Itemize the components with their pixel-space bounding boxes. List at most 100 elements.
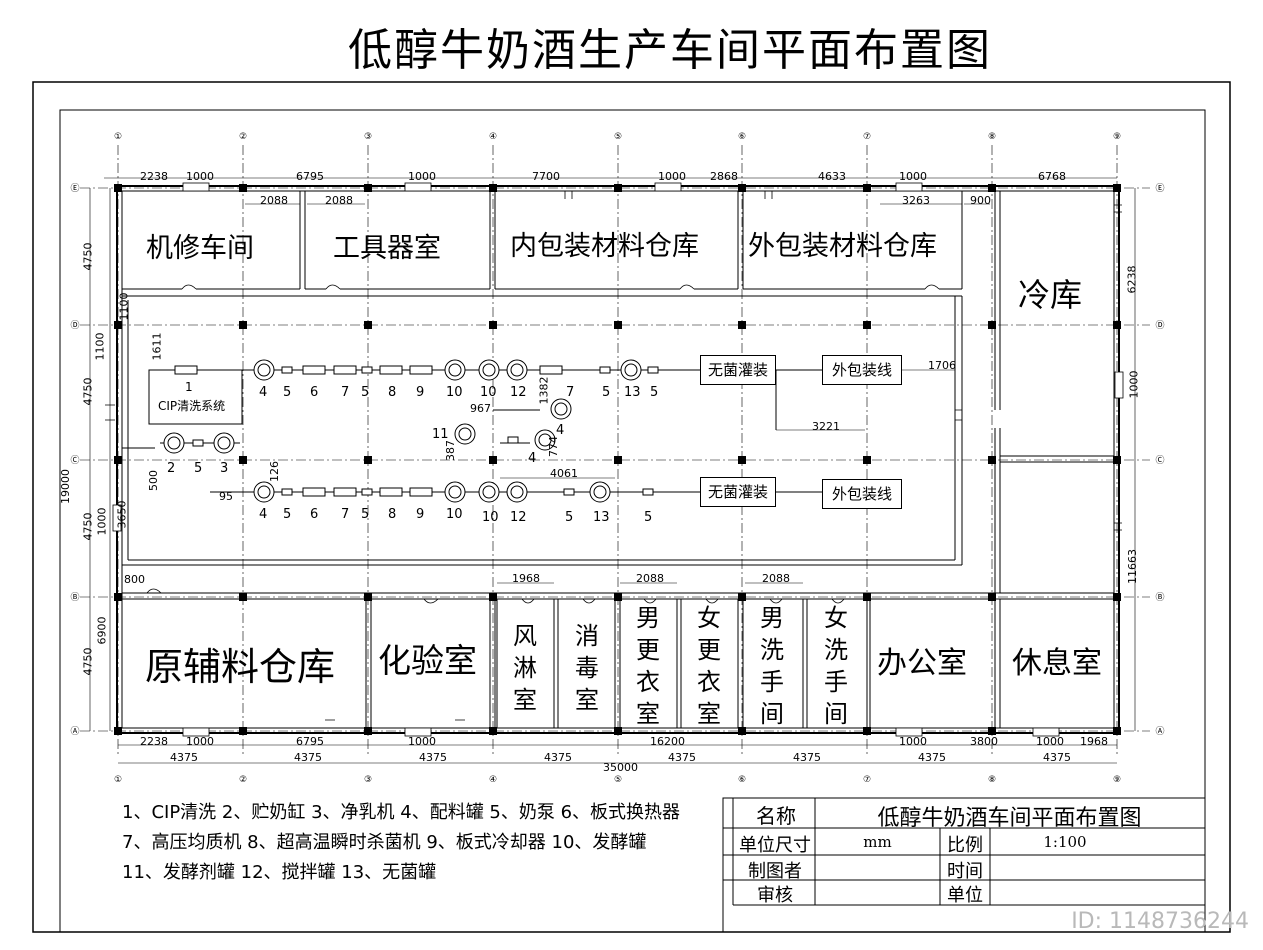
drawing-title: 低醇牛奶酒生产车间平面布置图 [348,25,992,76]
room-women-washroom: 女洗手间 [824,604,848,728]
axis-label-6: ⑥ [737,132,747,142]
axis-label-9: ⑨ [1112,132,1122,142]
eq-r2-10: 5 [565,510,574,525]
room-laboratory: 化验室 [378,641,477,680]
cip-room [148,369,243,425]
axis-label-6-bottom: ⑥ [737,775,747,785]
dim-left-5: 1100 [117,292,131,321]
axis-label-e-right: Ⓔ [1155,184,1165,194]
axis-label-d-left: Ⓓ [70,321,80,331]
dim-3221: 3221 [812,420,840,433]
dim-left-3: 4750 [81,647,95,676]
dim-left-0: 4750 [81,242,95,271]
dim-top-0: 2238 [140,170,168,183]
axis-label-b-right: Ⓑ [1155,593,1165,603]
dim-top-inner-2: 3263 [902,194,930,207]
dim-left-2: 4750 [81,512,95,541]
eq-r2-3: 7 [341,507,350,522]
dim-left-6: 1100 [93,332,107,361]
dim-500: 500 [147,470,160,491]
title-block-drawer-label: 制图者 [748,861,802,882]
eq-r1-13: 5 [650,385,659,400]
aseptic-filling-2: 无菌灌装 [700,477,776,507]
axis-label-8: ⑧ [987,132,997,142]
eq-r2-2: 6 [310,507,319,522]
eq-r1-1: 5 [283,385,292,400]
eq-r2-8: 10 [482,510,499,525]
cip-label: CIP清洗系统 [158,399,226,413]
dim-top-7: 4633 [818,170,846,183]
dim-left-9: 6900 [95,616,109,645]
doors [105,191,1122,721]
dim-axis-7: 4375 [1043,751,1071,764]
axis-label-8-bottom: ⑧ [987,775,997,785]
room-office: 办公室 [877,646,967,681]
eq-r2-9: 12 [510,510,527,525]
axis-label-7-bottom: ⑦ [862,775,872,785]
watermark-id: ID: 1148736244 [1071,909,1249,934]
eq-r1-3: 7 [341,385,350,400]
axis-label-b-left: Ⓑ [70,593,80,603]
inner-frame [59,109,1206,933]
dim-126: 126 [268,461,281,482]
top-rooms [122,191,1114,593]
room-tools: 工具器室 [333,233,441,264]
dim-axis-4: 4375 [668,751,696,764]
dim-bottom-2: 6795 [296,735,324,748]
dim-inner-1: 2088 [636,572,664,585]
dim-1382: 1382 [537,376,551,405]
axis-label-2: ② [238,132,248,142]
dim-top-inner-0: 2088 [260,194,288,207]
dim-axis-5: 4375 [793,751,821,764]
title-block-unit-value: mm [863,833,892,851]
axis-label-4-bottom: ④ [488,775,498,785]
dim-top-inner-3: 900 [970,194,991,207]
dim-bottom-6: 3800 [970,735,998,748]
dim-bottom-5: 1000 [899,735,927,748]
room-men-changing: 男更衣室 [636,604,660,728]
eq-r1-2: 6 [310,385,319,400]
dim-right-1: 1000 [1127,370,1141,399]
dim-axis-6: 4375 [918,751,946,764]
dim-axis-2: 4375 [419,751,447,764]
eq-r2-5: 8 [388,507,397,522]
eq-mix-tank-b: 4 [528,451,537,466]
dim-left-8: 1000 [95,507,109,536]
dim-left-10: 800 [124,573,145,586]
dim-bottom-0: 2238 [140,735,168,748]
equipment-legend: 1、CIP清洗 2、贮奶缸 3、净乳机 4、配料罐 5、奶泵 6、板式换热器7、… [122,802,681,883]
eq-r1-5: 8 [388,385,397,400]
dim-4061: 4061 [550,467,578,480]
eq-mix-tank-a: 4 [556,423,565,438]
dim-top-9: 6768 [1038,170,1066,183]
dim-bottom-3: 1000 [408,735,436,748]
eq-r1-12: 13 [624,385,641,400]
dim-inner-2: 2088 [762,572,790,585]
title-block-unit-label: 单位尺寸 [739,835,811,856]
dim-top-8: 1000 [899,170,927,183]
dim-bottom-7: 1000 [1036,735,1064,748]
cip-number: 1 [185,380,193,394]
axis-label-a-left: Ⓐ [70,727,80,737]
dim-top-5: 1000 [658,170,686,183]
axis-label-a-right: Ⓐ [1155,727,1165,737]
eq-r2-0: 4 [259,507,268,522]
axis-label-7: ⑦ [862,132,872,142]
title-block-time-label: 时间 [947,861,983,882]
dim-bottom-8: 1968 [1080,735,1108,748]
room-women-changing: 女更衣室 [697,604,721,728]
columns [114,184,1121,735]
axis-label-4: ④ [488,132,498,142]
dim-left-7: 3650 [115,500,129,529]
dim-top-6: 2868 [710,170,738,183]
eq-r2-6: 9 [416,507,425,522]
dim-axis-1: 4375 [294,751,322,764]
dim-top-inner-1: 2088 [325,194,353,207]
outer-packaging-line-2: 外包装线 [822,479,902,509]
production-area [122,295,963,566]
production-line-2 [160,369,822,503]
dim-axis-0: 4375 [170,751,198,764]
eq-r1-9: 12 [510,385,527,400]
eq-r1-10: 7 [566,385,575,400]
axis-label-9-bottom: ⑨ [1112,775,1122,785]
